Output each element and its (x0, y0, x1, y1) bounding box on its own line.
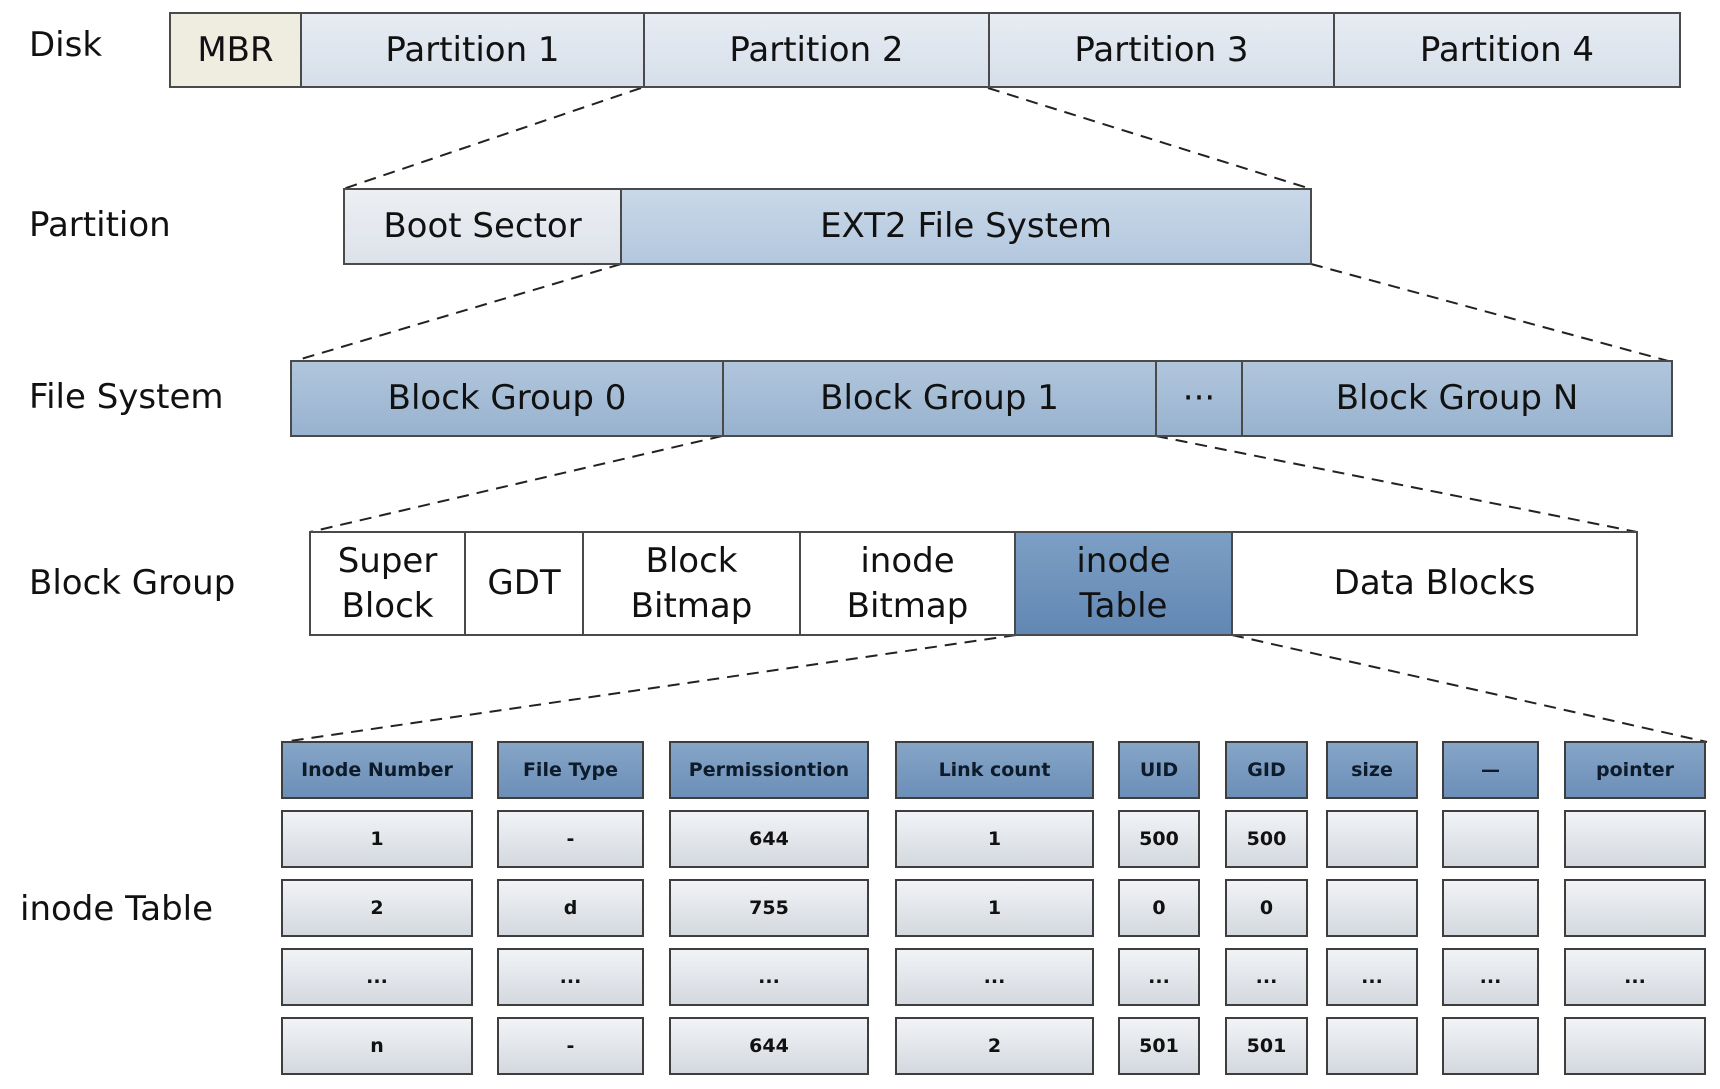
inode-cell-link-count: ... (895, 948, 1094, 1006)
inode-cell-more (1442, 1017, 1539, 1075)
row-label-file-system: File System (29, 377, 224, 417)
inode-cell-size (1326, 879, 1418, 937)
inode-cell-permission: ... (669, 948, 869, 1006)
fs-block-group-1: Block Group 1 (722, 360, 1157, 437)
inode-cell-size (1326, 1017, 1418, 1075)
inode-cell-permission: 644 (669, 810, 869, 868)
inode-cell-gid: 501 (1225, 1017, 1308, 1075)
disk-partition-2: Partition 2 (643, 12, 990, 88)
inode-cell-link-count: 1 (895, 879, 1094, 937)
inode-header-size: size (1326, 741, 1418, 799)
inode-header-link-count: Link count (895, 741, 1094, 799)
inode-cell-link-count: 1 (895, 810, 1094, 868)
inode-cell-uid: 500 (1118, 810, 1200, 868)
disk-partition-1: Partition 1 (300, 12, 645, 88)
inode-header-permission: Permissiontion (669, 741, 869, 799)
bg-inode-bitmap: inode Bitmap (799, 531, 1016, 636)
inode-cell-more (1442, 879, 1539, 937)
inode-cell-gid: 0 (1225, 879, 1308, 937)
inode-header-more: — (1442, 741, 1539, 799)
inode-cell-permission: 644 (669, 1017, 869, 1075)
inode-cell-inode-number: 1 (281, 810, 473, 868)
row-label-inode-table: inode Table (20, 889, 214, 929)
connector-line (987, 87, 1312, 190)
connector-line (282, 634, 1017, 743)
disk-partition-4: Partition 4 (1333, 12, 1681, 88)
connector-line (1231, 634, 1708, 743)
partition-ext2-file-system: EXT2 File System (620, 188, 1312, 265)
inode-cell-size: ... (1326, 948, 1418, 1006)
inode-cell-link-count: 2 (895, 1017, 1094, 1075)
inode-cell-more (1442, 810, 1539, 868)
bg-gdt: GDT (464, 531, 584, 636)
inode-header-gid: GID (1225, 741, 1308, 799)
inode-header-uid: UID (1118, 741, 1200, 799)
connector-line (290, 263, 622, 363)
inode-cell-file-type: d (497, 879, 644, 937)
row-label-partition: Partition (29, 205, 171, 245)
inode-header-file-type: File Type (497, 741, 644, 799)
inode-cell-uid: 501 (1118, 1017, 1200, 1075)
inode-cell-uid: ... (1118, 948, 1200, 1006)
fs-ellipsis: ··· (1155, 360, 1243, 437)
bg-inode-table: inode Table (1014, 531, 1233, 636)
inode-cell-file-type: - (497, 1017, 644, 1075)
inode-cell-more: ... (1442, 948, 1539, 1006)
inode-cell-size (1326, 810, 1418, 868)
connector-line (342, 87, 642, 190)
disk-mbr: MBR (169, 12, 302, 88)
inode-cell-uid: 0 (1118, 879, 1200, 937)
inode-header-pointer: pointer (1564, 741, 1706, 799)
row-label-block-group: Block Group (29, 563, 236, 603)
fs-block-group-0: Block Group 0 (290, 360, 724, 437)
inode-cell-gid: 500 (1225, 810, 1308, 868)
partition-boot-sector: Boot Sector (343, 188, 622, 265)
connector-line (309, 435, 723, 533)
connector-line (1155, 435, 1638, 533)
inode-header-inode-number: Inode Number (281, 741, 473, 799)
inode-cell-pointer (1564, 1017, 1706, 1075)
bg-super-block: Super Block (309, 531, 466, 636)
inode-cell-file-type: - (497, 810, 644, 868)
inode-cell-permission: 755 (669, 879, 869, 937)
bg-data-blocks: Data Blocks (1231, 531, 1638, 636)
inode-cell-pointer (1564, 879, 1706, 937)
inode-cell-file-type: ... (497, 948, 644, 1006)
bg-block-bitmap: Block Bitmap (582, 531, 801, 636)
row-label-disk: Disk (29, 25, 103, 65)
inode-cell-inode-number: ... (281, 948, 473, 1006)
inode-cell-inode-number: n (281, 1017, 473, 1075)
inode-cell-pointer: ... (1564, 948, 1706, 1006)
inode-cell-gid: ... (1225, 948, 1308, 1006)
disk-partition-3: Partition 3 (988, 12, 1335, 88)
inode-cell-pointer (1564, 810, 1706, 868)
fs-block-group-n: Block Group N (1241, 360, 1673, 437)
inode-cell-inode-number: 2 (281, 879, 473, 937)
connector-line (1310, 263, 1673, 363)
